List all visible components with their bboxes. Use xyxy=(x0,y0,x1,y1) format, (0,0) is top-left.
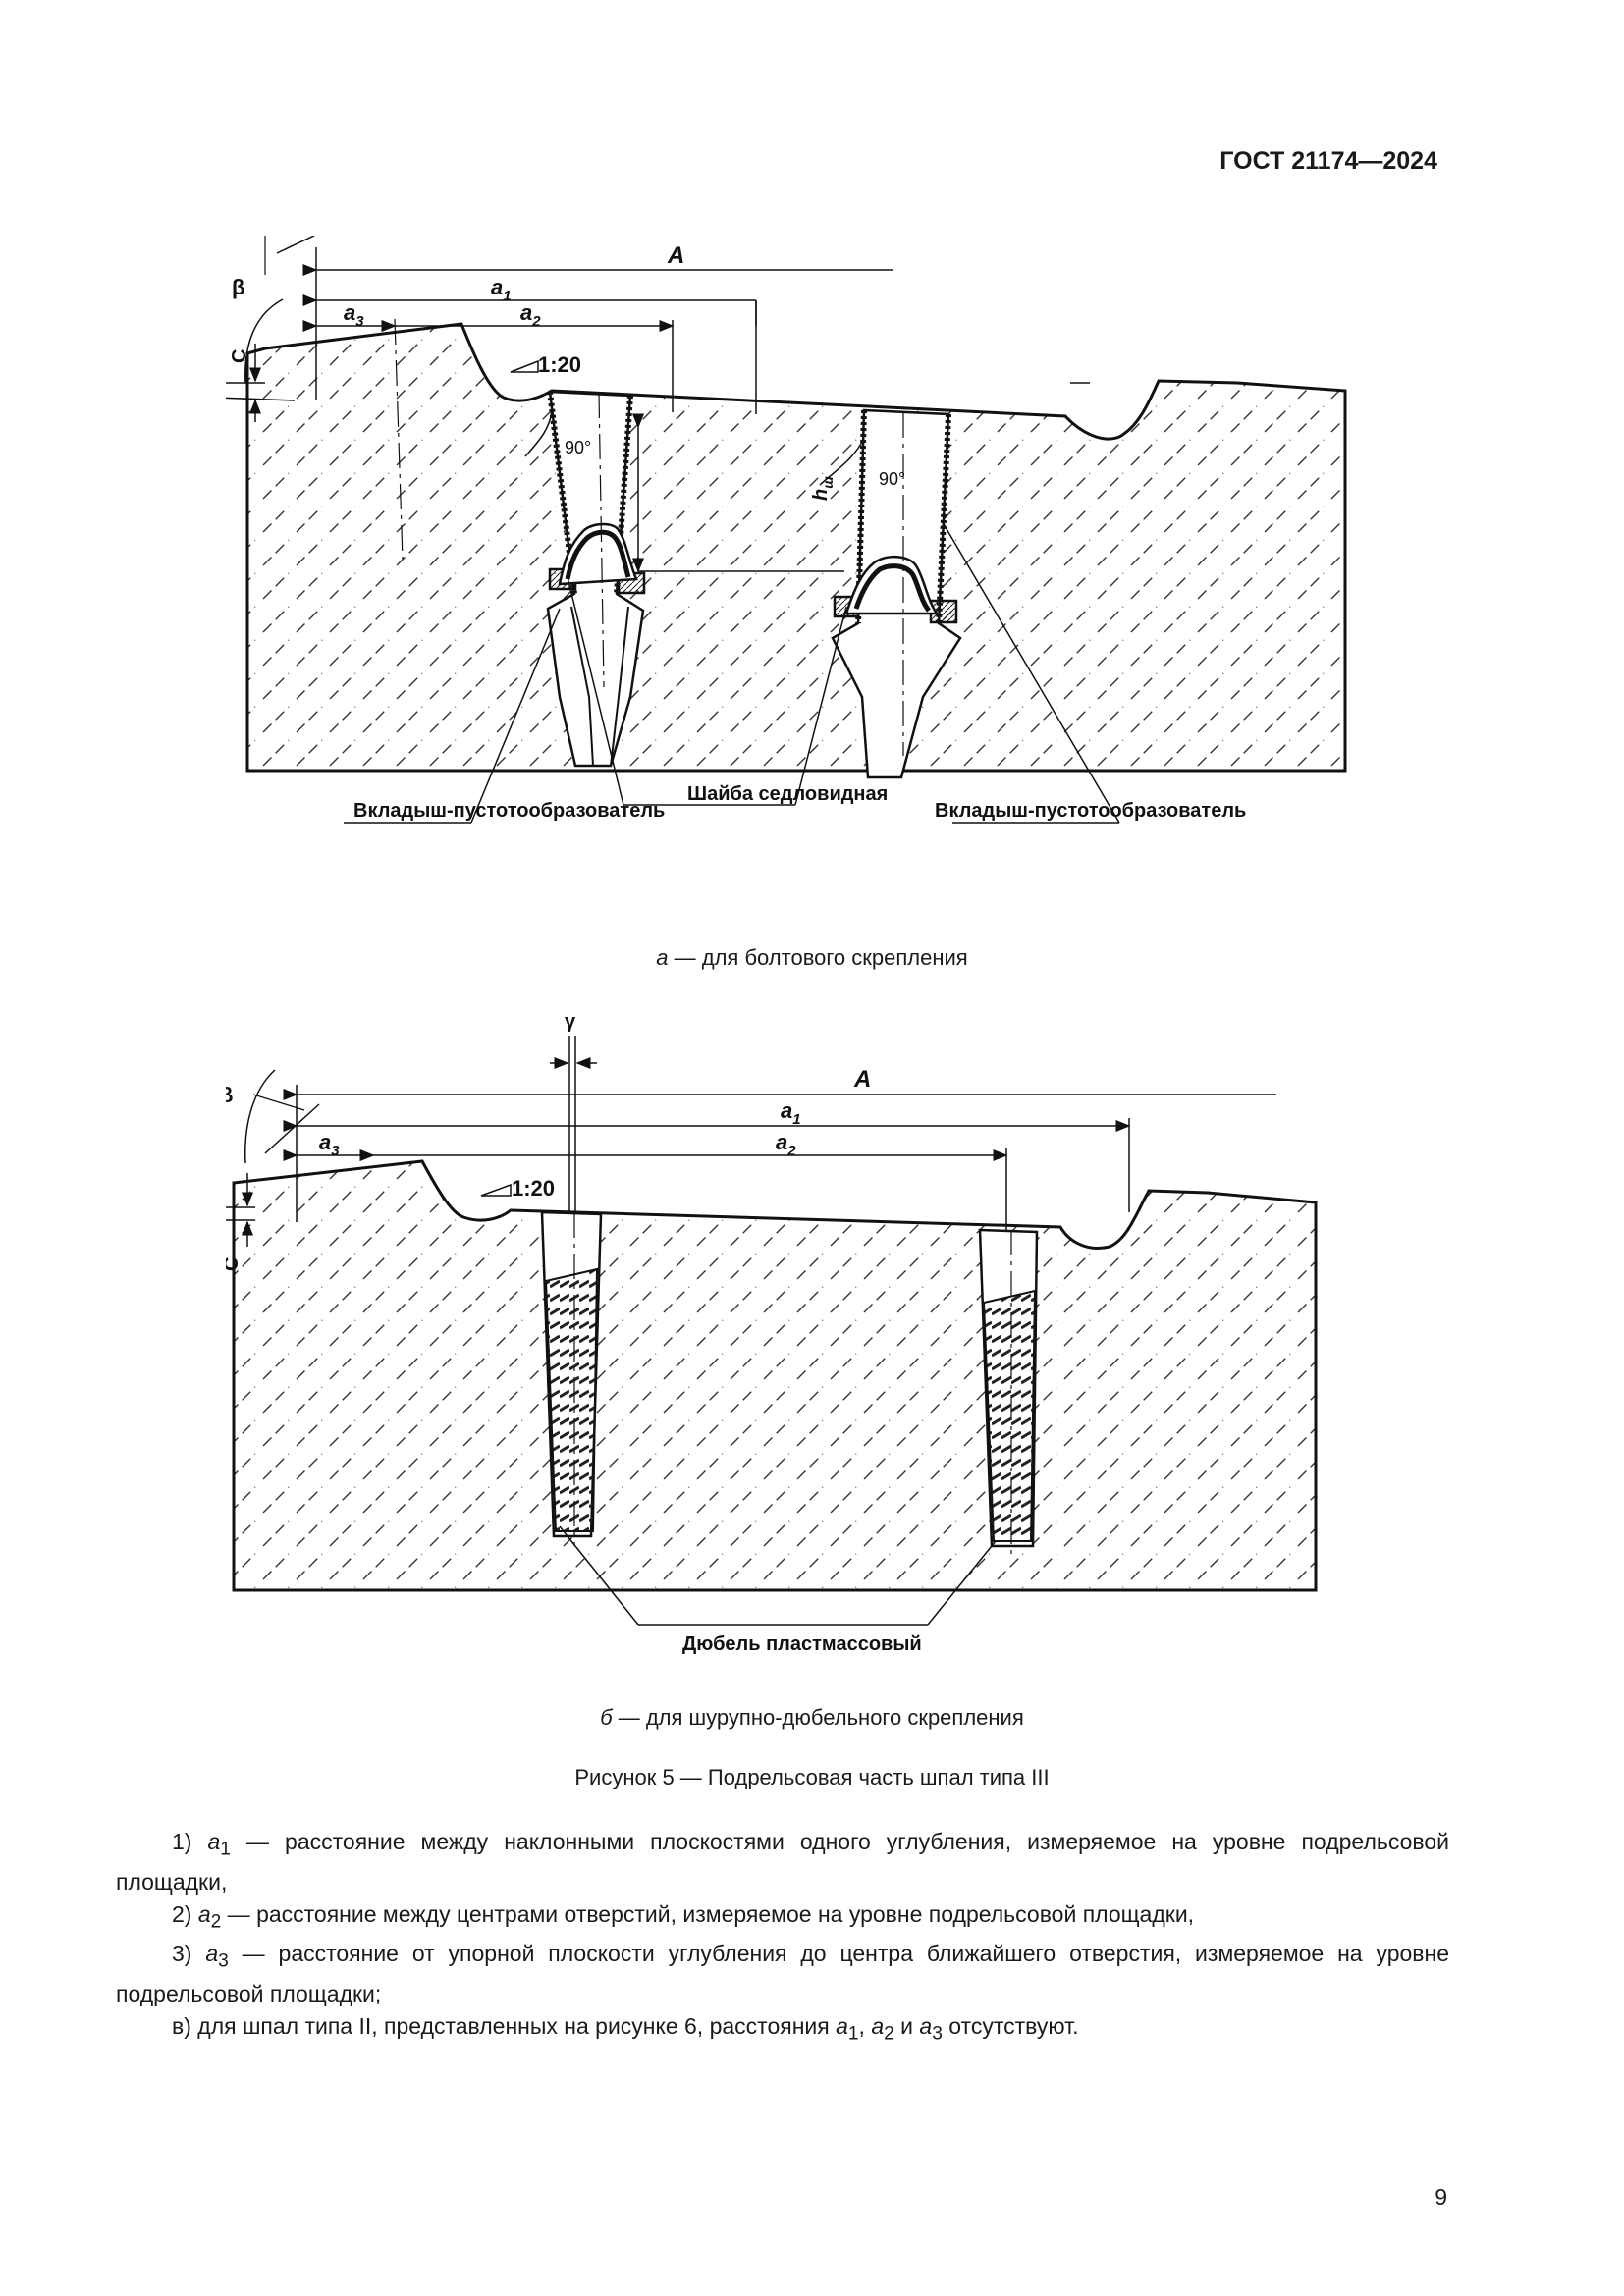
page-number: 9 xyxy=(1435,2184,1447,2210)
document-header: ГОСТ 21174—2024 xyxy=(1219,147,1437,175)
note-3: 3) a3 — расстояние от упорной плоскости … xyxy=(116,1941,1449,2006)
label-h: hш xyxy=(810,476,836,501)
sleeper-body-a xyxy=(245,322,1347,773)
label-a3: a3 xyxy=(344,300,364,330)
label-angle1: 90° xyxy=(565,438,591,457)
note-2: 2) a2 — расстояние между центрами отверс… xyxy=(172,1900,1195,1933)
label-A: A xyxy=(853,1066,871,1093)
label-C: C xyxy=(226,1257,243,1271)
label-a1: a1 xyxy=(781,1098,801,1128)
label-washer: Шайба седловидная xyxy=(687,783,888,805)
label-a1: a1 xyxy=(491,275,512,304)
label-a2: a2 xyxy=(520,300,541,330)
washer-right xyxy=(833,555,958,624)
note-v: в) для шпал типа II, представленных на р… xyxy=(172,2012,1079,2045)
dowel-right xyxy=(978,1228,1039,1556)
label-A: A xyxy=(667,242,684,269)
footnotes: 1) a1 — расстояние между наклонными плос… xyxy=(116,1826,1449,2050)
label-slope: 1:20 xyxy=(538,352,581,377)
label-insert-left: Вкладыш-пустотообразователь xyxy=(353,800,665,822)
label-gamma: γ xyxy=(565,1016,576,1033)
figure-a-drawing: A a1 a3 a2 1:20 β C 90° 90° hш Шайба сед… xyxy=(226,236,1355,903)
label-a2: a2 xyxy=(776,1130,796,1159)
label-beta: β xyxy=(226,1083,233,1107)
figure-b-drawing: γ A a1 a3 a2 1:20 β C Дюбель пластмассов… xyxy=(226,1016,1355,1664)
label-dowel: Дюбель пластмассовый xyxy=(682,1633,922,1655)
figure-a-caption: а — для болтового скрепления xyxy=(656,945,968,970)
label-beta: β xyxy=(232,275,244,299)
figure-b-caption: б — для шурупно-дюбельного скрепления xyxy=(600,1705,1024,1730)
figure-caption: Рисунок 5 — Подрельсовая часть шпал типа… xyxy=(574,1765,1050,1789)
label-a3: a3 xyxy=(319,1130,340,1159)
label-angle2: 90° xyxy=(879,469,905,489)
label-insert-right: Вкладыш-пустотообразователь xyxy=(935,800,1246,822)
label-C: C xyxy=(229,349,250,363)
note-1: 1) a1 — расстояние между наклонными плос… xyxy=(116,1829,1450,1895)
dowel-left xyxy=(540,1210,603,1546)
sleeper-body-b xyxy=(232,1159,1318,1592)
label-slope: 1:20 xyxy=(512,1176,555,1201)
